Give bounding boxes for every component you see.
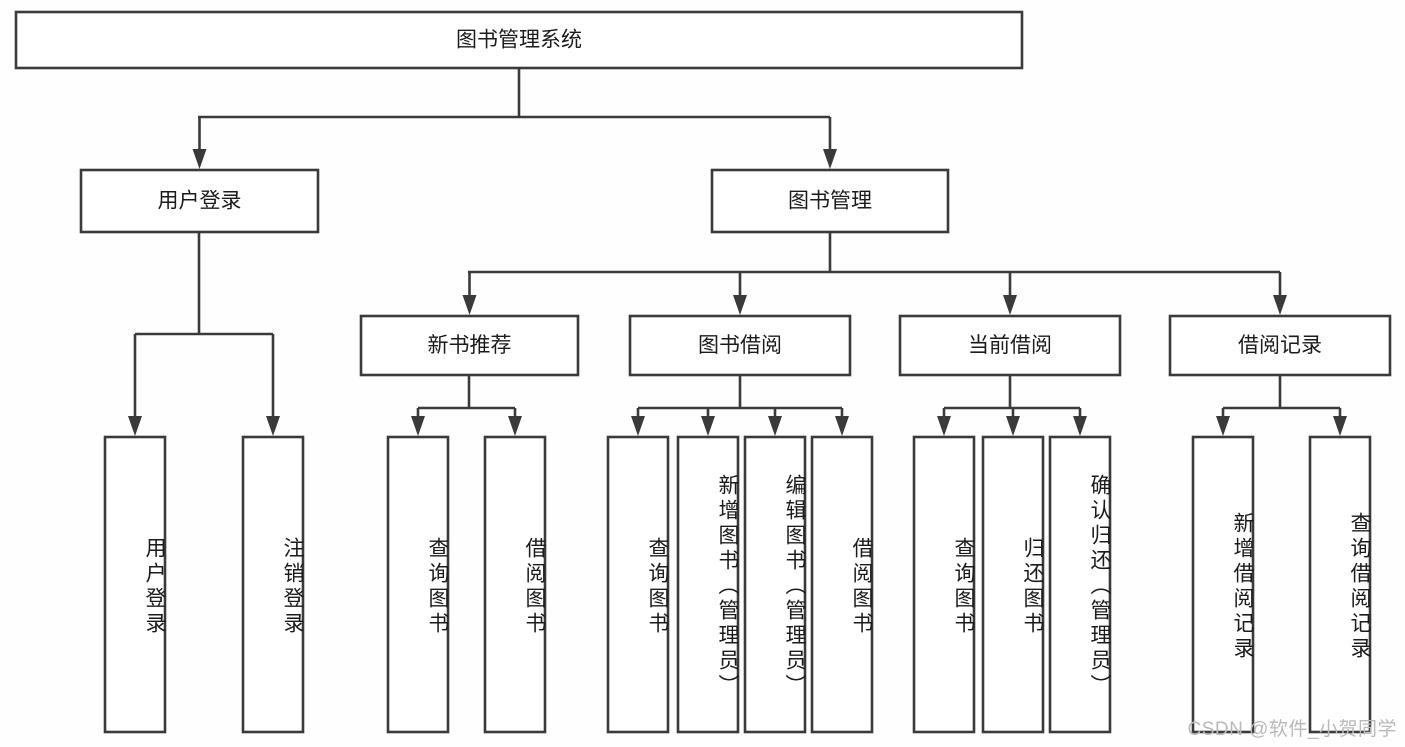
node-leaf-borrow-add[interactable] <box>678 437 738 732</box>
node-box-leaf-cur-query[interactable] <box>912 435 976 734</box>
node-box-leaf-cur-confirm[interactable] <box>1048 435 1112 734</box>
node-box-book-borrow[interactable] <box>628 314 852 377</box>
node-leaf-user-logout[interactable] <box>243 437 303 732</box>
node-label-current-borrow: 当前借阅 <box>968 334 1052 357</box>
node-box-leaf-rec-add[interactable] <box>1191 435 1255 734</box>
node-box-leaf-borrow-add[interactable] <box>676 435 740 734</box>
node-box-leaf-rec-search[interactable] <box>1308 435 1372 734</box>
node-box-user-login[interactable] <box>79 168 320 234</box>
node-leaf-rec-borrow[interactable] <box>485 437 545 732</box>
node-leaf-cur-return[interactable] <box>983 437 1043 732</box>
node-box-leaf-borrow-query[interactable] <box>606 435 670 734</box>
node-leaf-user-login[interactable] <box>105 437 165 732</box>
node-box-leaf-cur-return[interactable] <box>981 435 1045 734</box>
node-leaf-rec-search[interactable] <box>1310 437 1370 732</box>
node-leaf-borrow-edit[interactable] <box>745 437 805 732</box>
edges-layer <box>128 68 1347 436</box>
node-label-new-book-rec: 新书推荐 <box>428 334 512 357</box>
node-leaf-borrow-lend[interactable] <box>812 437 872 732</box>
node-label-borrow-record: 借阅记录 <box>1238 334 1322 357</box>
node-leaf-cur-confirm[interactable] <box>1050 437 1110 732</box>
node-leaf-cur-query[interactable] <box>914 437 974 732</box>
node-box-leaf-borrow-edit[interactable] <box>743 435 807 734</box>
node-leaf-borrow-query[interactable] <box>608 437 668 732</box>
node-leaf-rec-add[interactable] <box>1193 437 1253 732</box>
node-box-borrow-record[interactable] <box>1168 314 1392 377</box>
node-label-book-manage: 图书管理 <box>788 190 872 213</box>
node-box-leaf-user-login[interactable] <box>103 435 167 734</box>
boxes-layer <box>14 10 1392 734</box>
node-box-leaf-rec-borrow[interactable] <box>483 435 547 734</box>
node-label-user-login: 用户登录 <box>158 190 242 213</box>
node-box-leaf-borrow-lend[interactable] <box>810 435 874 734</box>
watermark-text: CSDN @软件_小贺同学 <box>1187 719 1397 740</box>
node-box-leaf-user-logout[interactable] <box>241 435 305 734</box>
node-label-root: 图书管理系统 <box>456 29 582 52</box>
node-box-new-book-rec[interactable] <box>359 314 580 377</box>
node-box-leaf-rec-query[interactable] <box>386 435 450 734</box>
node-leaf-rec-query[interactable] <box>388 437 448 732</box>
node-label-book-borrow: 图书借阅 <box>698 334 782 357</box>
node-box-current-borrow[interactable] <box>898 314 1122 377</box>
node-box-book-manage[interactable] <box>710 168 950 234</box>
node-box-root[interactable] <box>14 10 1024 70</box>
